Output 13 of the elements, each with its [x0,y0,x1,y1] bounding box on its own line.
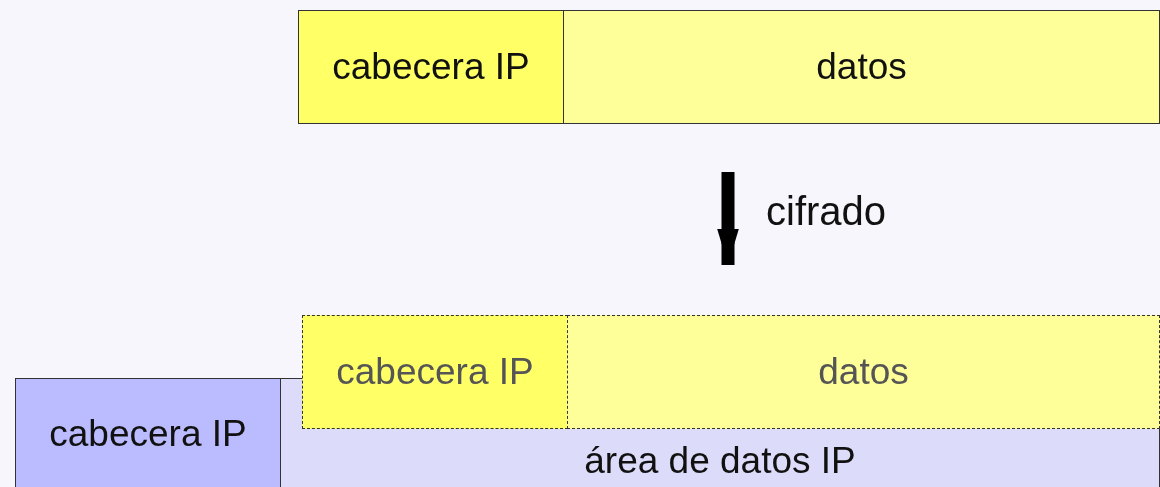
box-label: cabecera IP [49,412,247,456]
box-label: cabecera IP [332,45,530,89]
arrow [717,172,739,265]
box-label: datos [818,350,909,394]
box-label: área de datos IP [584,440,856,483]
header-box [298,10,564,124]
box-label: cabecera IP [336,350,534,394]
header-box [15,378,281,487]
box-label: datos [816,45,907,89]
edge-label: cifrado [766,188,887,234]
data-box [567,315,1160,429]
header-box [302,315,568,429]
data-box [563,10,1160,124]
